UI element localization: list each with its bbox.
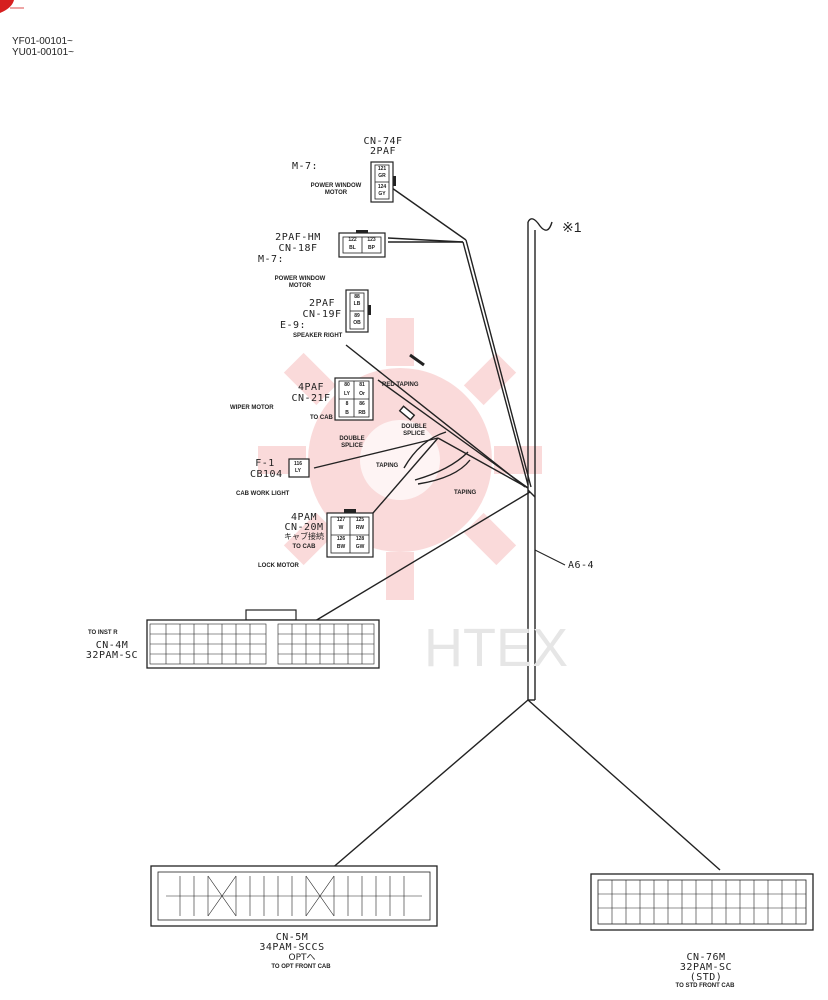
cn21f-desc: WIPER MOTOR bbox=[230, 405, 274, 411]
double-splice-note-2: DOUBLE SPLICE bbox=[339, 436, 365, 449]
cn19f-pin-1: 88 bbox=[354, 294, 360, 300]
cn20m-pin-6: 128 bbox=[355, 536, 365, 542]
cn4m-to: TO INST R bbox=[88, 630, 118, 636]
cn20m-pin-8: GW bbox=[355, 544, 365, 550]
cb104-code: CB104 bbox=[250, 469, 283, 480]
cn76m-type: 32PAM-SC bbox=[679, 962, 733, 973]
cb104-connector bbox=[288, 458, 310, 478]
cn19f-pin-2: LB bbox=[353, 301, 361, 307]
cn5m-connector bbox=[150, 865, 438, 927]
cn18f-desc: POWER WINDOW MOTOR bbox=[274, 276, 326, 289]
cn74f-pin-2: GR bbox=[378, 173, 386, 179]
cn76m-std: (STD) bbox=[689, 972, 723, 983]
double-splice-note-1: DOUBLE SPLICE bbox=[401, 424, 427, 437]
cn18f-pin-4: BP bbox=[368, 245, 375, 251]
cn19f-pin-3: 89 bbox=[354, 313, 360, 319]
cn21f-connector bbox=[334, 377, 374, 421]
red-taping-note: RED TAPING bbox=[382, 382, 419, 388]
cn5m-type: 34PAM-SCCS bbox=[259, 942, 325, 953]
cn20m-pin-5: 126 bbox=[336, 536, 346, 542]
cn21f-pin-8: RB bbox=[358, 410, 366, 416]
cn20m-connector bbox=[326, 509, 374, 558]
cn4m-code: CN-4M bbox=[95, 640, 129, 651]
cn18f-ref: M-7: bbox=[258, 254, 285, 265]
serial-range-1: YF01-00101~ bbox=[12, 36, 73, 47]
cn20m-code: CN-20M bbox=[284, 522, 324, 533]
cn74f-desc: POWER WINDOW MOTOR bbox=[310, 183, 362, 196]
cn74f-code: CN-74F bbox=[363, 136, 403, 147]
cn20m-pin-2: 125 bbox=[355, 517, 365, 523]
cn20m-type: 4PAM bbox=[290, 512, 318, 523]
cn21f-code: CN-21F bbox=[291, 393, 331, 404]
trunk-ref-top: ※1 bbox=[562, 219, 582, 235]
cn21f-pin-1: 80 bbox=[344, 382, 350, 388]
cb104-pin-2: LY bbox=[295, 468, 301, 474]
cn18f-pin-1: 122 bbox=[348, 237, 357, 243]
cn18f-type: 2PAF-HM bbox=[275, 232, 321, 243]
cn74f-pin-1: 121 bbox=[377, 166, 387, 172]
cn21f-pin-7: B bbox=[345, 410, 349, 416]
serial-range-2: YU01-00101~ bbox=[12, 47, 74, 58]
cn20m-jp: キャブ接続 bbox=[284, 532, 324, 541]
cn74f-pin-3: 124 bbox=[377, 184, 387, 190]
cn21f-pin-4: Or bbox=[359, 391, 365, 397]
cn20m-desc: LOCK MOTOR bbox=[258, 563, 299, 569]
cn19f-pin-4: OB bbox=[353, 320, 361, 326]
cn20m-pin-7: BW bbox=[336, 544, 346, 550]
cn20m-pin-3: W bbox=[338, 525, 344, 531]
cn18f-connector bbox=[338, 230, 386, 258]
cn74f-ref: M-7: bbox=[292, 161, 319, 172]
cn21f-sub: TO CAB bbox=[310, 415, 333, 421]
cb104-pin-1: 116 bbox=[293, 461, 303, 467]
trunk-ref-side: A6-4 bbox=[568, 560, 595, 571]
cn20m-pin-1: 127 bbox=[336, 517, 346, 523]
cn76m-to: TO STD FRONT CAB bbox=[675, 983, 735, 989]
cn19f-code: CN-19F bbox=[302, 309, 342, 320]
cn20m-pin-4: RW bbox=[355, 525, 365, 531]
taping-note-2: TAPING bbox=[454, 490, 477, 496]
cb104-ref: F-1 bbox=[255, 458, 275, 469]
cn21f-pin-6: 86 bbox=[359, 401, 365, 407]
cb104-desc: CAB WORK LIGHT bbox=[236, 491, 290, 497]
cn76m-code: CN-76M bbox=[686, 952, 726, 963]
cn74f-pin-4: GY bbox=[378, 191, 386, 197]
cn5m-code: CN-5M bbox=[275, 932, 309, 943]
watermark-text: HTEX bbox=[424, 618, 569, 678]
cn21f-type: 4PAF bbox=[297, 382, 325, 393]
cn74f-type: 2PAF bbox=[369, 146, 397, 157]
cn21f-pin-3: LY bbox=[344, 391, 350, 397]
corner-mark bbox=[0, 0, 14, 13]
cn19f-desc: SPEAKER RIGHT bbox=[293, 333, 343, 339]
cn18f-pin-2: 123 bbox=[367, 237, 376, 243]
cn5m-opt: OPTへ bbox=[288, 953, 316, 963]
cn21f-pin-5: 8 bbox=[345, 401, 349, 407]
cn20m-sub: TO CAB bbox=[292, 544, 316, 550]
cn21f-pin-2: 81 bbox=[359, 382, 365, 388]
cn19f-connector bbox=[345, 289, 371, 333]
cn4m-connector bbox=[146, 609, 380, 669]
cn18f-code: CN-18F bbox=[278, 243, 318, 254]
cn74f-connector bbox=[370, 161, 396, 203]
cn4m-type: 32PAM-SC bbox=[85, 650, 139, 661]
cn19f-ref: E-9: bbox=[280, 320, 307, 331]
cn76m-connector bbox=[590, 873, 814, 931]
taping-note-1: TAPING bbox=[376, 463, 399, 469]
cn18f-pin-3: BL bbox=[349, 245, 356, 251]
cn5m-to: TO OPT FRONT CAB bbox=[271, 964, 331, 970]
cn19f-type: 2PAF bbox=[308, 298, 336, 309]
